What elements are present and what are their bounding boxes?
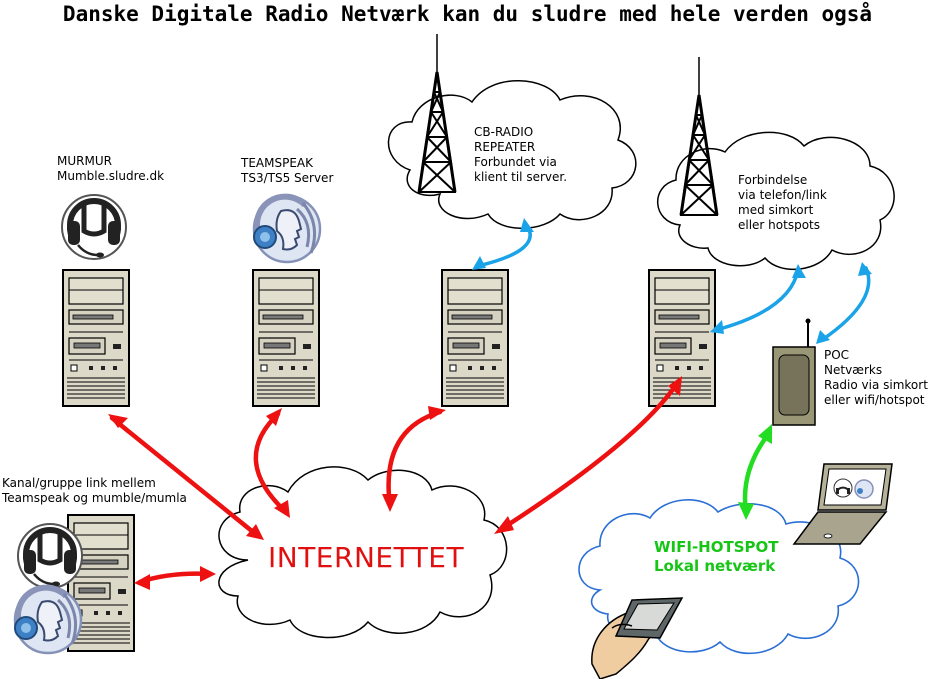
poc-radio-icon: [772, 318, 816, 426]
teamspeak-link-icon: [15, 587, 81, 653]
arrow-head: [858, 262, 872, 276]
link-murmur-internet: [109, 415, 261, 539]
arrow-head: [246, 524, 264, 540]
link-server-icon: [648, 269, 716, 407]
teamspeak-label: TEAMSPEAK TS3/TS5 Server: [241, 156, 334, 185]
arrow-head: [200, 566, 216, 582]
link-poc-wifi: [742, 429, 773, 515]
phone-link-label: Forbindelse via telefon/link med simkort…: [738, 173, 827, 232]
arrow-head: [266, 408, 282, 426]
link-teamspeak-internet: [253, 411, 289, 515]
arrow-head: [816, 330, 830, 344]
arrow-head: [382, 494, 398, 512]
arrow-head: [520, 218, 534, 232]
repeater-label: CB-RADIO REPEATER Forbundet via klient t…: [474, 125, 568, 184]
handheld-device-icon: [591, 597, 684, 679]
arrow-head: [134, 574, 150, 590]
laptop-icon: [792, 463, 893, 545]
repeater-server-icon: [441, 269, 509, 407]
internet-label: INTERNETTET: [268, 541, 465, 574]
arrow-head: [428, 406, 446, 420]
teamspeak-icon: [254, 196, 320, 262]
murmur-label: MURMUR Mumble.sludre.dk: [57, 154, 165, 183]
arrow-head: [668, 376, 682, 396]
link-phone-internet: [497, 379, 681, 533]
mumble-icon: [62, 195, 126, 259]
link-server-cloud: [714, 268, 800, 332]
arrow-head: [108, 414, 128, 428]
link-channel-internet: [137, 571, 213, 585]
arrow-head: [472, 256, 486, 270]
mumble-link-icon: [18, 524, 82, 588]
arrow-head: [274, 500, 290, 518]
poc-label: POC Netværks Radio via simkort eller wif…: [824, 348, 928, 407]
channel-link-label: Kanal/gruppe link mellem Teamspeak og mu…: [2, 476, 187, 505]
arrow-head: [494, 516, 514, 534]
arrow-head: [710, 320, 724, 334]
link-poc-cloud: [820, 266, 871, 342]
internet-cloud: [218, 466, 508, 639]
arrow-head: [738, 502, 754, 520]
teamspeak-server-icon: [252, 269, 320, 407]
arrow-head: [792, 264, 806, 278]
page-title: Danske Digitale Radio Netværk kan du slu…: [62, 2, 873, 26]
arrow-head: [758, 424, 772, 444]
murmur-server-icon: [62, 269, 130, 407]
link-repeater-internet: [386, 409, 443, 509]
